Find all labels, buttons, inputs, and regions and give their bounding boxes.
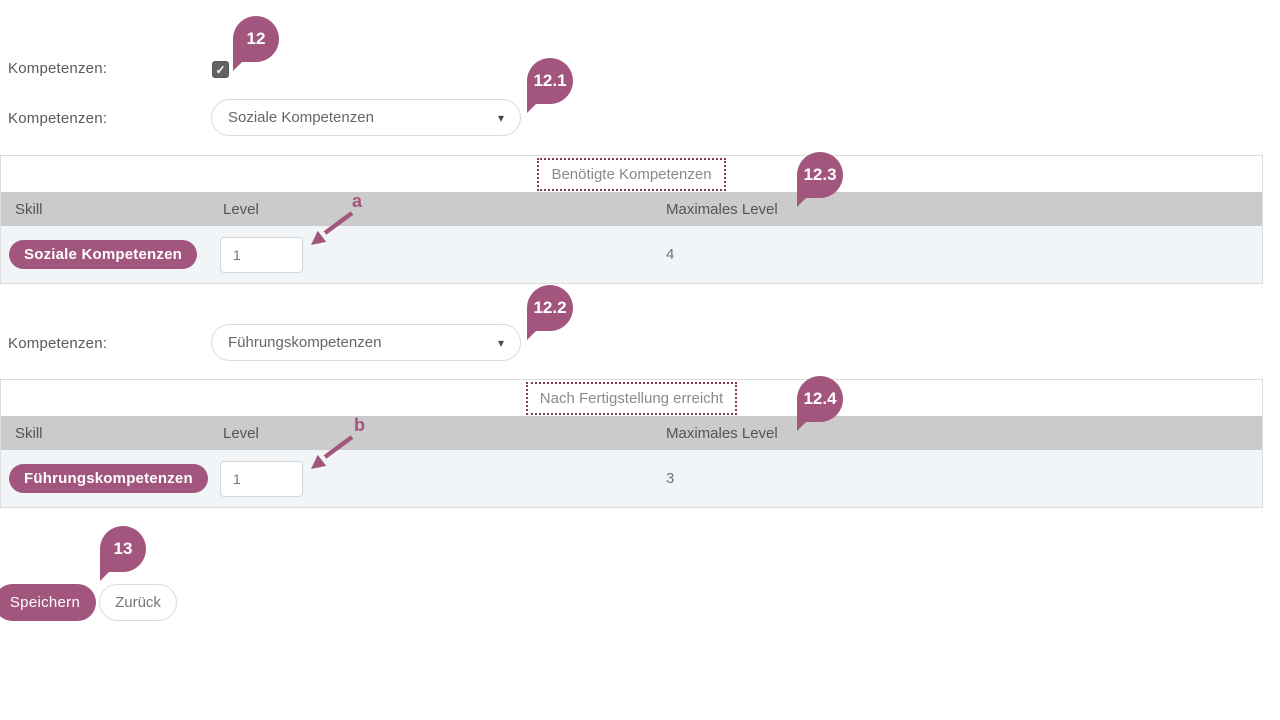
- column-header-skill: Skill: [15, 200, 43, 218]
- table-header-row: Skill Level Maximales Level: [1, 192, 1262, 226]
- checkmark-icon: ✓: [215, 62, 226, 77]
- required-competencies-table: Benötigte Kompetenzen Skill Level Maxima…: [0, 155, 1263, 284]
- competencies-select-2-value: Führungskompetenzen: [228, 334, 382, 351]
- save-button[interactable]: Speichern: [0, 584, 96, 621]
- annotation-balloon-12-2: 12.2: [527, 285, 573, 331]
- annotation-arrow-b-icon: [311, 435, 354, 469]
- column-header-max-level: Maximales Level: [666, 424, 778, 442]
- competencies-select-2[interactable]: Führungskompetenzen ▾: [211, 324, 521, 361]
- table-row: Führungskompetenzen 3: [1, 450, 1262, 507]
- column-header-max-level: Maximales Level: [666, 200, 778, 218]
- competencies-checkbox[interactable]: ✓: [212, 61, 229, 78]
- skill-badge: Führungskompetenzen: [9, 464, 208, 493]
- table-caption-row: Benötigte Kompetenzen: [1, 156, 1262, 192]
- table-caption-row: Nach Fertigstellung erreicht: [1, 380, 1262, 416]
- competencies-checkbox-label: Kompetenzen:: [8, 60, 108, 77]
- column-header-skill: Skill: [15, 424, 43, 442]
- competencies-select-1-value: Soziale Kompetenzen: [228, 109, 374, 126]
- table-caption: Benötigte Kompetenzen: [537, 157, 726, 191]
- skill-badge: Soziale Kompetenzen: [9, 240, 197, 269]
- annotation-balloon-12-3: 12.3: [797, 152, 843, 198]
- level-input-a[interactable]: [220, 236, 303, 273]
- table-row: Soziale Kompetenzen 4: [1, 226, 1262, 283]
- annotation-balloon-12: 12: [233, 16, 279, 62]
- max-level-value: 3: [666, 470, 675, 487]
- annotation-balloon-12-1: 12.1: [527, 58, 573, 104]
- annotation-arrow-a-label: a: [352, 191, 363, 211]
- column-header-level: Level: [223, 200, 259, 218]
- annotation-arrow-b-label: b: [354, 415, 365, 435]
- level-input-b[interactable]: [220, 460, 303, 497]
- competencies-select-2-label: Kompetenzen:: [8, 335, 108, 352]
- annotation-balloon-12-4: 12.4: [797, 376, 843, 422]
- achieved-competencies-table: Nach Fertigstellung erreicht Skill Level…: [0, 379, 1263, 508]
- chevron-down-icon: ▾: [497, 110, 504, 125]
- chevron-down-icon: ▾: [497, 335, 504, 350]
- back-button[interactable]: Zurück: [99, 584, 177, 621]
- annotation-balloon-13: 13: [100, 526, 146, 572]
- competencies-select-1-label: Kompetenzen:: [8, 110, 108, 127]
- competencies-select-1[interactable]: Soziale Kompetenzen ▾: [211, 99, 521, 136]
- table-header-row: Skill Level Maximales Level: [1, 416, 1262, 450]
- table-caption: Nach Fertigstellung erreicht: [525, 381, 738, 415]
- max-level-value: 4: [666, 246, 675, 263]
- column-header-level: Level: [223, 424, 259, 442]
- annotation-arrow-a-icon: [311, 211, 354, 245]
